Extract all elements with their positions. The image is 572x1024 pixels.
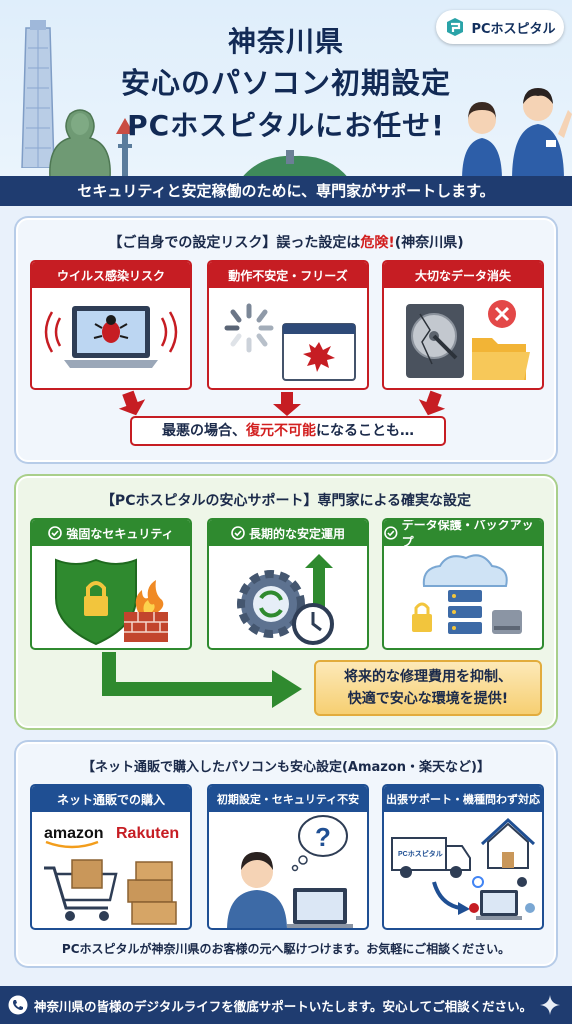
svg-text:?: ? [315,822,331,852]
check-circle-icon [231,526,245,540]
great-buddha-illustration [49,109,134,178]
footer-text: 神奈川県の皆様のデジタルライフを徹底サポートいたします。安心してご相談ください。 [34,998,533,1014]
check-circle-icon [384,526,398,540]
online-card-setup-title: 初期設定・セキュリティ不安 [209,786,367,812]
support-arrow [102,652,302,708]
footer-bar: 神奈川県の皆様のデジタルライフを徹底サポートいたします。安心してご相談ください。 [0,986,572,1024]
shopping-cart-icon: amazon Rakuten [44,825,179,925]
online-purchase-section: 【ネット通販で購入したパソコンも安心設定(Amazon・楽天など)】 ネット通販… [16,742,556,966]
support-card-stable: 長期的な安定運用 [207,518,369,650]
support-heading: 【PCホスピタルの安心サポート】専門家による確実な設定 [100,493,472,509]
brand-logo[interactable]: PCホスピタル [436,10,564,44]
risk-heading-region: (神奈川県) [394,235,464,251]
online-card-onsite-title: 出張サポート・機種問わず対応 [384,786,542,812]
amazon-logo: amazon [44,825,104,842]
title-tagline: PCホスピタルにお任せ! [127,109,445,142]
support-card-backup-label: データ保護・バックアップ [401,518,534,549]
risk-section: 【ご自身での設定リスク】誤った設定は危険!(神奈川県) ウイルス感染リスク 動作… [16,218,556,462]
enoshima-island-illustration [241,150,349,178]
confused-user-icon: ? [227,815,353,928]
shield-firewall-icon [55,558,168,646]
loading-error-icon [224,303,356,381]
landmark-tower-illustration [21,20,55,168]
gear-clock-icon [237,554,334,645]
header-banner: PCホスピタル 神奈川県 安心のパソコン初期設定 PCホスピタルにお任せ! [0,0,572,178]
infected-laptop-icon [44,306,178,368]
pc-hospital-logo-icon [447,18,464,36]
check-circle-icon [48,526,63,540]
cloud-server-icon [412,554,522,634]
sparkle-icon [540,995,560,1015]
online-footnote: PCホスピタルが神奈川県のお客様の元へ駆けつけます。お気軽にご相談ください。 [61,942,511,956]
brand-name: PCホスピタル [471,21,556,37]
van-brand-text: PCホスピタル [398,849,443,858]
risk-heading-text: 【ご自身での設定リスク】誤った設定は [108,235,361,251]
service-van-icon: PCホスピタル [391,817,536,920]
risk-heading: 【ご自身での設定リスク】誤った設定は危険!(神奈川県) [18,232,554,252]
broken-drive-icon [406,300,530,380]
online-card-purchase: ネット通販での購入 amazon Rakuten [30,784,192,930]
support-card-stable-label: 長期的な安定運用 [248,526,345,541]
support-staff-illustration [462,88,572,178]
worst-case-suffix: になることも… [316,423,414,439]
benefit-line1: 将来的な修理費用を抑制、 [344,669,512,685]
support-card-security-title: 強固なセキュリティ [32,520,190,546]
risk-card-virus: ウイルス感染リスク [30,260,192,390]
worst-case-box: 最悪の場合、復元不可能になることも… [130,416,446,446]
rakuten-logo: Rakuten [116,825,179,842]
online-card-setup: 初期設定・セキュリティ不安 ? [207,784,369,930]
phone-icon [8,995,28,1015]
risk-card-data-loss: 大切なデータ消失 [382,260,544,390]
risk-card-virus-title: ウイルス感染リスク [32,262,190,288]
title-main: 安心のパソコン初期設定 [120,66,451,100]
risk-arrows [118,390,446,416]
support-card-stable-title: 長期的な安定運用 [209,520,367,546]
risk-heading-danger: 危険! [360,235,395,251]
support-section: 【PCホスピタルの安心サポート】専門家による確実な設定 強固なセキュリティ 長期… [16,476,556,728]
worst-case-prefix: 最悪の場合、 [162,423,246,439]
benefit-box: 将来的な修理費用を抑制、 快適で安心な環境を提供! [314,660,542,716]
benefit-line2: 快適で安心な環境を提供! [347,691,509,707]
online-card-purchase-title: ネット通販での購入 [32,786,190,812]
online-heading: 【ネット通販で購入したパソコンも安心設定(Amazon・楽天など)】 [81,760,490,775]
support-card-backup: データ保護・バックアップ [382,518,544,650]
risk-card-freeze: 動作不安定・フリーズ [207,260,369,390]
support-card-security-label: 強固なセキュリティ [66,526,174,541]
online-card-onsite: 出張サポート・機種問わず対応 PCホスピタル [382,784,544,930]
risk-card-freeze-title: 動作不安定・フリーズ [209,262,367,288]
support-card-backup-title: データ保護・バックアップ [384,520,542,549]
title-prefecture: 神奈川県 [227,25,344,58]
risk-card-data-loss-title: 大切なデータ消失 [384,262,542,288]
support-card-security: 強固なセキュリティ [30,518,192,650]
worst-case-danger: 復元不可能 [246,423,316,439]
subtitle-bar: セキュリティと安定稼働のために、専門家がサポートします。 [0,176,572,206]
